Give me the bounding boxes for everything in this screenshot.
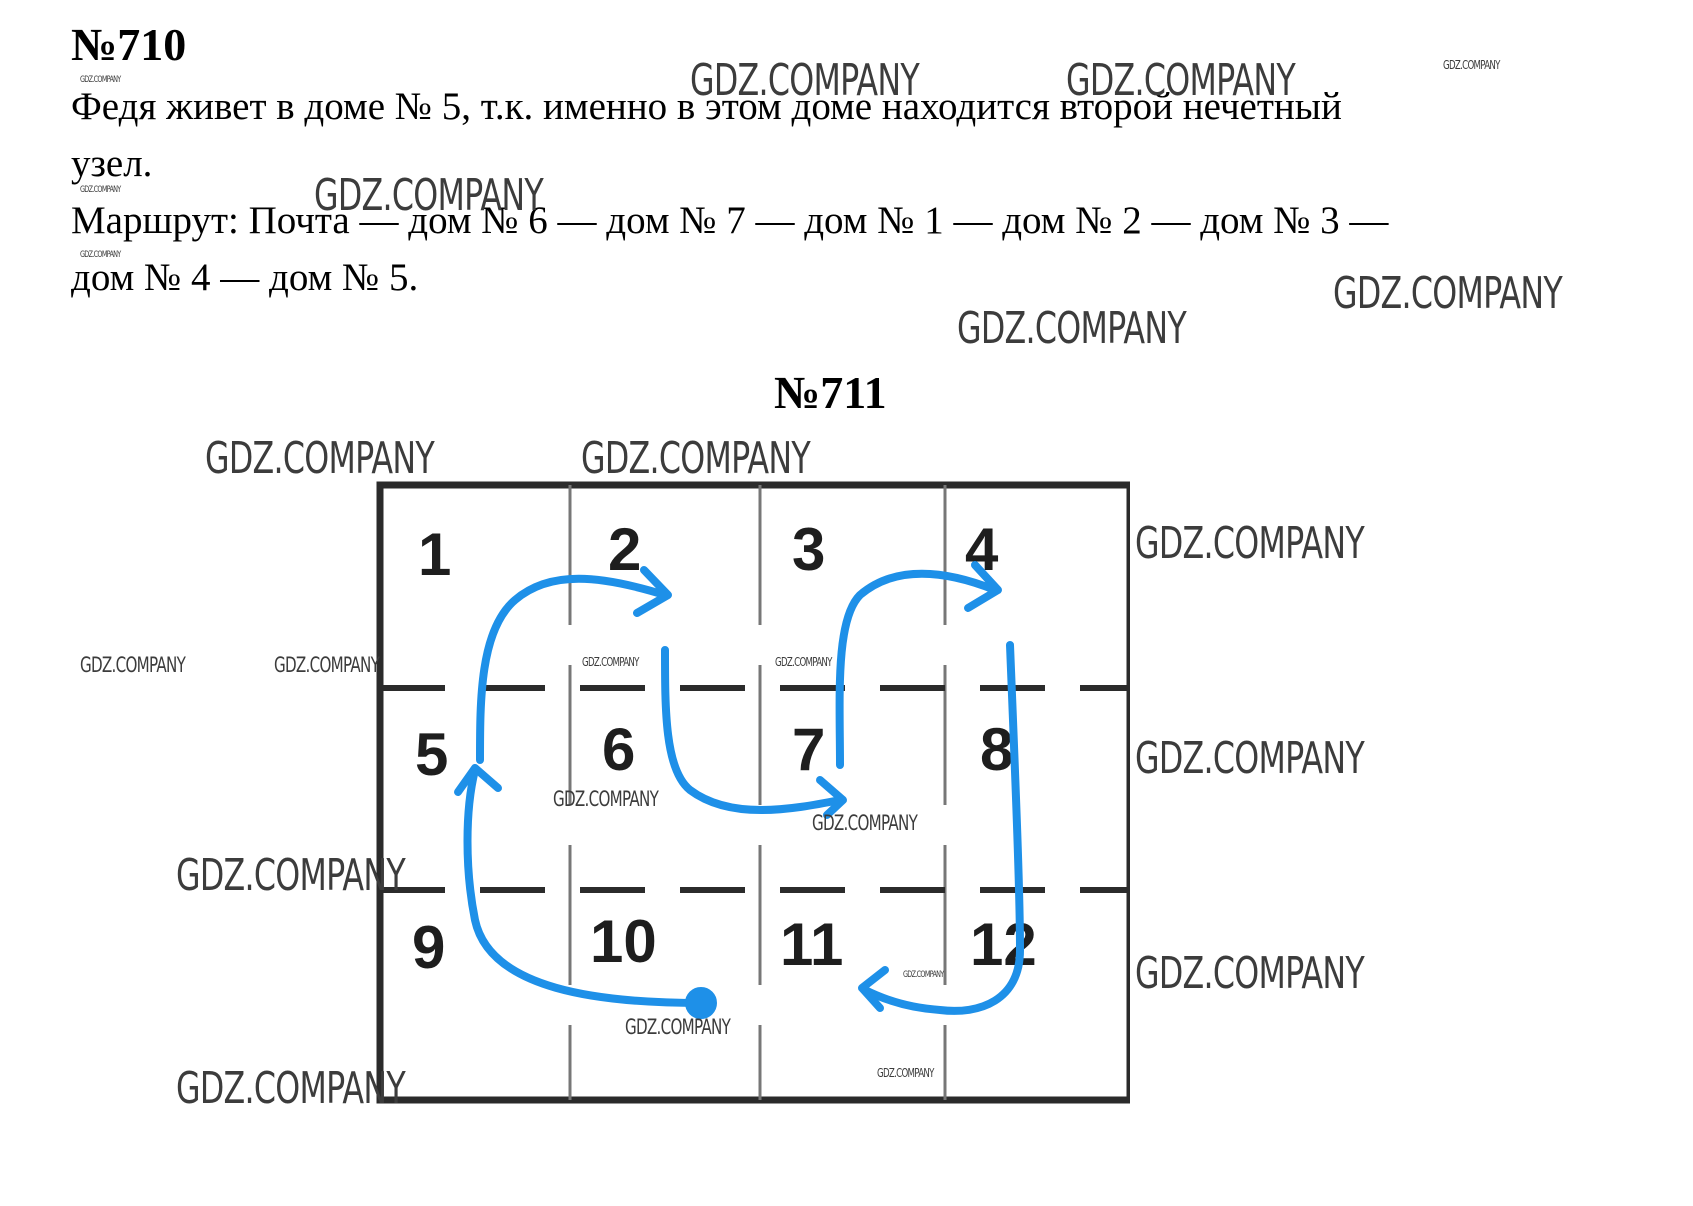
watermark: GDZ.COMPANY [1443,58,1500,72]
watermark: GDZ.COMPANY [80,185,121,195]
cell-9: 9 [412,914,445,981]
task-710-title: №710 [71,19,187,70]
route-segment-10-5 [463,766,705,1007]
answer-line-4: дом № 4 — дом № 5. [71,256,419,299]
cell-3: 3 [792,516,825,583]
grid-border [376,481,1130,1104]
watermark: GDZ.COMPANY [274,653,380,677]
watermark: GDZ.COMPANY [775,655,832,669]
watermark: GDZ.COMPANY [690,55,920,106]
cell-7: 7 [792,716,825,783]
watermark: GDZ.COMPANY [176,1063,406,1114]
watermark: GDZ.COMPANY [625,1015,731,1039]
route-path [454,561,1024,1019]
watermark: GDZ.COMPANY [1135,733,1365,784]
answer-line-3: Маршрут: Почта — дом № 6 — дом № 7 — дом… [71,199,1389,242]
cell-labels: 1 2 3 4 5 6 7 8 9 10 11 12 [412,516,1037,981]
watermark: GDZ.COMPANY [581,433,811,484]
watermark: GDZ.COMPANY [1333,268,1563,319]
watermark: GDZ.COMPANY [80,653,186,677]
watermark: GDZ.COMPANY [205,433,435,484]
cell-10: 10 [590,908,657,975]
cell-11: 11 [780,911,843,978]
answer-line-2: узел. [71,142,153,185]
cell-6: 6 [602,716,635,783]
watermark: GDZ.COMPANY [1066,55,1296,106]
watermark: GDZ.COMPANY [903,970,944,980]
grid-lines [376,481,1130,1104]
answer-line-1: Федя живет в доме № 5, т.к. именно в это… [71,85,1342,128]
watermark: GDZ.COMPANY [957,303,1187,354]
route-segment-4-12-11 [861,641,1024,1015]
route-arrow-head-2 [633,566,672,617]
watermark: GDZ.COMPANY [877,1066,934,1080]
route-arrow-head-7 [816,776,847,819]
cell-8: 8 [980,716,1013,783]
house-grid-diagram: 1 2 3 4 5 6 7 8 9 10 11 12 [376,481,1130,1104]
watermark: GDZ.COMPANY [553,787,659,811]
cell-5: 5 [415,721,448,788]
task-711-title: №711 [774,367,887,418]
watermark: GDZ.COMPANY [1135,518,1365,569]
cell-1: 1 [418,521,451,588]
watermark: GDZ.COMPANY [582,655,639,669]
watermark: GDZ.COMPANY [80,250,121,260]
route-arrow-head-11 [858,966,889,1012]
watermark: GDZ.COMPANY [314,170,544,221]
cell-12: 12 [970,911,1037,978]
watermark: GDZ.COMPANY [812,811,918,835]
route-arrow-head-4 [964,561,1002,612]
watermark: GDZ.COMPANY [80,75,121,85]
route-segment-7-4 [835,569,999,769]
cell-2: 2 [608,516,641,583]
route-segment-5-2 [476,574,669,764]
route-arrow-head-5 [454,764,502,796]
route-segment-2-7 [661,646,844,814]
watermark: GDZ.COMPANY [176,850,406,901]
watermark: GDZ.COMPANY [1135,948,1365,999]
